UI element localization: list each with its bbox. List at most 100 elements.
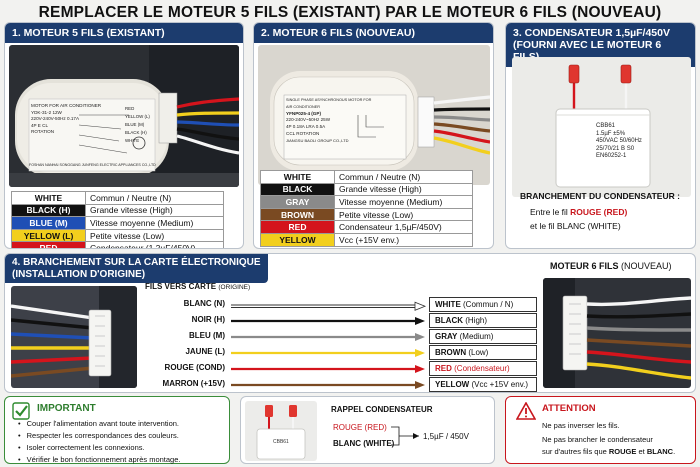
recall-red-label: ROUGE (RED): [333, 423, 387, 432]
motor-wire-name: WHITE: [435, 300, 461, 309]
important-item: Vérifier le bon fonctionnement après mon…: [18, 454, 181, 466]
important-title: IMPORTANT: [37, 403, 96, 414]
wiring-arrow: [231, 301, 427, 311]
panel-4-header-line2: (INSTALLATION D'ORIGINE): [12, 268, 146, 280]
wire-description-cell: Commun / Neutre (N): [334, 170, 473, 184]
motor-6-heading-title: MOTEUR 6 FILS: [550, 261, 619, 271]
branch-red: ROUGE (RED): [570, 207, 628, 217]
motor-wire-detail: (High): [465, 316, 488, 325]
panel-3-header-line1: 3. CONDENSATEUR 1,5µF/450V: [513, 27, 670, 39]
capacitor-branch-line1: Entre le fil ROUGE (RED): [530, 207, 627, 217]
page-title: REMPLACER LE MOTEUR 5 FILS (EXISTANT) PA…: [38, 4, 662, 21]
wire-description-cell: Grande vitesse (High): [334, 182, 473, 197]
warning-icon: [516, 402, 536, 420]
board-wire-label: BLEU (M): [189, 331, 225, 340]
attention-line1: Ne pas inverser les fils.: [542, 421, 620, 430]
panel-board-wiring: 4. BRANCHEMENT SUR LA CARTE ÉLECTRONIQUE…: [4, 253, 696, 393]
wiring-arrow: [231, 333, 425, 341]
wire-description-cell: Vcc (+15V env.): [334, 232, 473, 247]
cap-line: CBB61: [596, 123, 616, 129]
wire-description-cell: Petite vitesse (Low): [85, 228, 224, 243]
motor-6-connector-photo: [543, 278, 691, 388]
wire-description-cell: Grande vitesse (High): [85, 203, 224, 218]
board-wire-label: NOIR (H): [191, 315, 225, 324]
motor-wire-detail: (Low): [468, 348, 489, 357]
label-line: 220-240V~50Hz 25W: [286, 117, 331, 123]
motor-wire-name: BROWN: [435, 348, 467, 357]
motor-wire-name: YELLOW: [435, 380, 470, 389]
cap-line: EN60252-1: [596, 153, 627, 160]
board-wires-heading: FILS VERS CARTE (ORIGINE): [145, 282, 250, 291]
wire-color-cell: YELLOW (L): [11, 228, 86, 243]
wire-color-cell: BLUE (M): [11, 216, 86, 230]
wire-color-cell: RED: [260, 220, 335, 234]
attention-box: ATTENTION Ne pas inverser les fils. Ne p…: [505, 396, 696, 464]
motor-wire-name: GRAY: [435, 332, 458, 341]
attention-text: sur d'autres fils que: [542, 447, 609, 456]
recall-white-label: BLANC (WHITE): [333, 439, 395, 448]
board-connector-photo: [11, 286, 137, 388]
important-item: Couper l'alimentation avant toute interv…: [18, 418, 180, 430]
board-wires-title: FILS VERS CARTE: [145, 282, 217, 291]
wiring-arrow: [231, 349, 425, 357]
capacitor-photo: CBB61 1.5µF ±5% 450VAC 50/60Hz 25/70/21 …: [512, 57, 691, 197]
motor-6-wires-photo: SINGLE PHASE ASYNCHRONOUS MOTOR FOR AIR …: [258, 45, 490, 185]
motor-6-label: SINGLE PHASE ASYNCHRONOUS MOTOR FOR AIR …: [286, 97, 376, 145]
wire-label: WHITE: [125, 138, 140, 143]
motor-wire-name: RED: [435, 364, 452, 373]
wire-color-cell: BLACK (H): [11, 203, 86, 218]
motor-wire-box: BROWN (Low): [429, 345, 537, 360]
capacitor-branch-title: BRANCHEMENT DU CONDENSATEUR :: [520, 191, 680, 201]
attention-title: ATTENTION: [542, 403, 596, 414]
board-wire-label: BLANC (N): [183, 299, 225, 308]
wire-description-cell: Commun / Neutre (N): [85, 191, 224, 205]
important-list: Couper l'alimentation avant toute interv…: [18, 418, 181, 466]
panel-4-header: 4. BRANCHEMENT SUR LA CARTE ÉLECTRONIQUE…: [5, 254, 268, 283]
panel-1-header: 1. MOTEUR 5 FILS (EXISTANT): [5, 23, 243, 43]
wire-color-cell: YELLOW: [260, 232, 335, 247]
board-wire-label: JAUNE (L): [185, 347, 225, 356]
important-item: Respecter les correspondances des couleu…: [18, 430, 180, 442]
motor-5-wire-labels: RED YELLOW (L) BLUE (M) BLACK (H) WHITE: [125, 105, 150, 145]
board-wire-label: ROUGE (COND): [164, 363, 225, 372]
recall-value: 1,5µF / 450V: [423, 432, 469, 441]
attention-red-word: ROUGE: [608, 447, 637, 456]
wire-label: YELLOW (L): [125, 114, 150, 119]
attention-text: et: [636, 447, 647, 456]
color-row: BLACK (H)Grande vitesse (High): [11, 203, 224, 218]
motor-wire-box: YELLOW (Vcc +15V env.): [429, 377, 537, 392]
capacitor-branch-line2: et le fil BLANC (WHITE): [530, 221, 621, 231]
motor-wire-detail: (Condensateur): [454, 364, 510, 373]
attention-line2: Ne pas brancher le condensateur: [542, 435, 653, 444]
label-line: 4P 0.18A LRA 0.5A: [286, 124, 326, 130]
wire-label: RED: [125, 106, 135, 111]
recall-title: RAPPEL CONDENSATEUR: [331, 405, 433, 414]
motor-wire-box: RED (Condensateur): [429, 361, 537, 376]
wiring-arrow: [231, 317, 425, 325]
label-line: YDK-31-2 12W: [31, 109, 62, 115]
important-item: Isoler correctement les connexions.: [18, 442, 180, 454]
label-line: 220V-240V-50Hz 0.17A: [31, 116, 80, 121]
motor-5-label: MOTOR FOR AIR CONDITIONER YDK-31-2 12W 2…: [31, 103, 103, 136]
wire-color-cell: RED: [11, 241, 86, 248]
board-wires-sub: (ORIGINE): [218, 284, 251, 291]
wire-color-cell: GRAY: [260, 195, 335, 209]
cap-line: 1.5µF ±5%: [596, 130, 626, 137]
label-line: ROTATION: [31, 129, 55, 134]
panel-2-header: 2. MOTEUR 6 FILS (NOUVEAU): [254, 23, 493, 43]
motor-wire-box: BLACK (High): [429, 313, 537, 328]
panel-motor-6-wires: 2. MOTEUR 6 FILS (NOUVEAU) SINGLE PHASE …: [253, 22, 494, 249]
capacitor-reminder-photo: CBB61: [245, 401, 317, 461]
label-line: 4P E CL: [31, 122, 49, 128]
wire-description-cell: Vitesse moyenne (Medium): [334, 195, 473, 209]
label-line: MOTOR FOR AIR CONDITIONER: [31, 103, 102, 108]
cap-line: 450VAC 50/60Hz: [596, 138, 642, 145]
wiring-arrow: [231, 365, 425, 373]
